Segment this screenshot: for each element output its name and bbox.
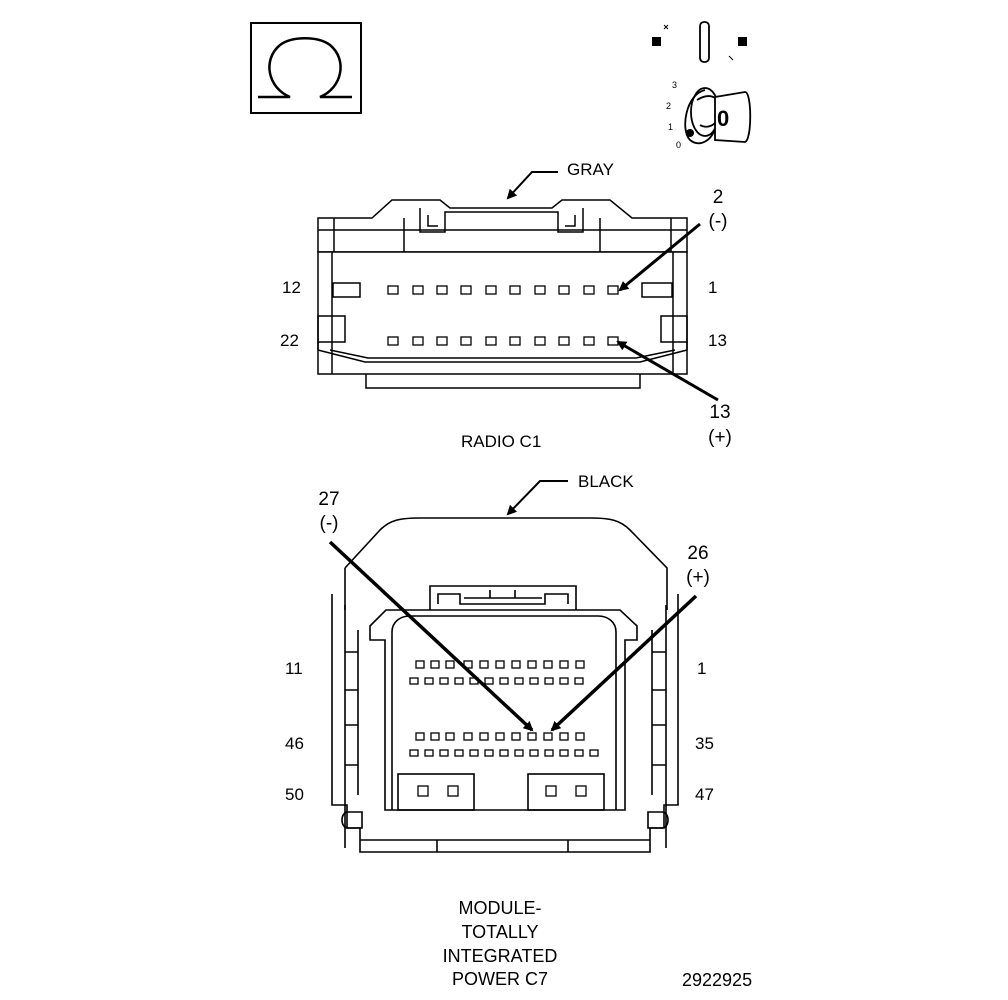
ignition-scale-0: 0 — [676, 140, 682, 150]
tipm-pin-26-arrow — [550, 594, 698, 732]
gray-leader-arrow — [506, 171, 558, 200]
tipm-cavity-11: 11 — [285, 659, 303, 678]
tipm-color-label: BLACK — [578, 472, 634, 491]
radio-callout-pos-polarity: (+) — [708, 427, 732, 448]
tipm-callout-neg-polarity: (-) — [319, 513, 339, 534]
radio-cavity-13: 13 — [708, 331, 727, 350]
radio-pin-13-arrow — [616, 340, 719, 402]
ignition-scale-2: 2 — [666, 101, 672, 111]
figure-number: 2922925 — [682, 970, 753, 990]
ignition-scale-1: 1 — [668, 122, 674, 132]
tipm-title-line-1: MODULE- — [458, 898, 542, 918]
radio-color-label: GRAY — [567, 160, 614, 179]
key-position-label: 0 — [717, 106, 730, 131]
tipm-callout-pos-number: 26 — [687, 543, 709, 564]
radio-c1-cavities — [387, 285, 619, 346]
tipm-pin-27-arrow — [328, 540, 534, 732]
tipm-cavity-35: 35 — [695, 734, 714, 753]
black-leader-arrow — [506, 480, 568, 516]
radio-cavity-12: 12 — [282, 278, 301, 297]
radio-pin-2-arrow — [618, 222, 701, 292]
tipm-c7-cavities — [409, 660, 599, 797]
radio-callout-neg-number: 2 — [712, 187, 724, 208]
tipm-cavity-47: 47 — [695, 785, 714, 804]
radio-cavity-1: 1 — [708, 278, 718, 297]
tipm-callout-pos-polarity: (+) — [686, 567, 710, 588]
radio-connector-title: RADIO C1 — [461, 432, 542, 451]
tipm-cavity-50: 50 — [285, 785, 304, 804]
radio-callout-neg-polarity: (-) — [708, 211, 728, 232]
tipm-title-line-3: INTEGRATED — [442, 946, 558, 966]
radio-c1-connector — [317, 199, 688, 389]
tipm-cavity-46: 46 — [285, 734, 304, 753]
tipm-c7-connector — [331, 517, 679, 853]
tipm-cavity-1: 1 — [697, 659, 707, 678]
tipm-callout-neg-number: 27 — [318, 489, 340, 510]
radio-callout-pos-number: 13 — [709, 402, 731, 423]
tipm-title-line-2: TOTALLY — [461, 922, 539, 942]
radio-cavity-22: 22 — [280, 331, 299, 350]
ohm-meter-icon — [250, 22, 362, 114]
tipm-title-line-4: POWER C7 — [451, 969, 548, 989]
ignition-scale-3: 3 — [672, 80, 678, 90]
ignition-key-icon — [652, 21, 752, 145]
